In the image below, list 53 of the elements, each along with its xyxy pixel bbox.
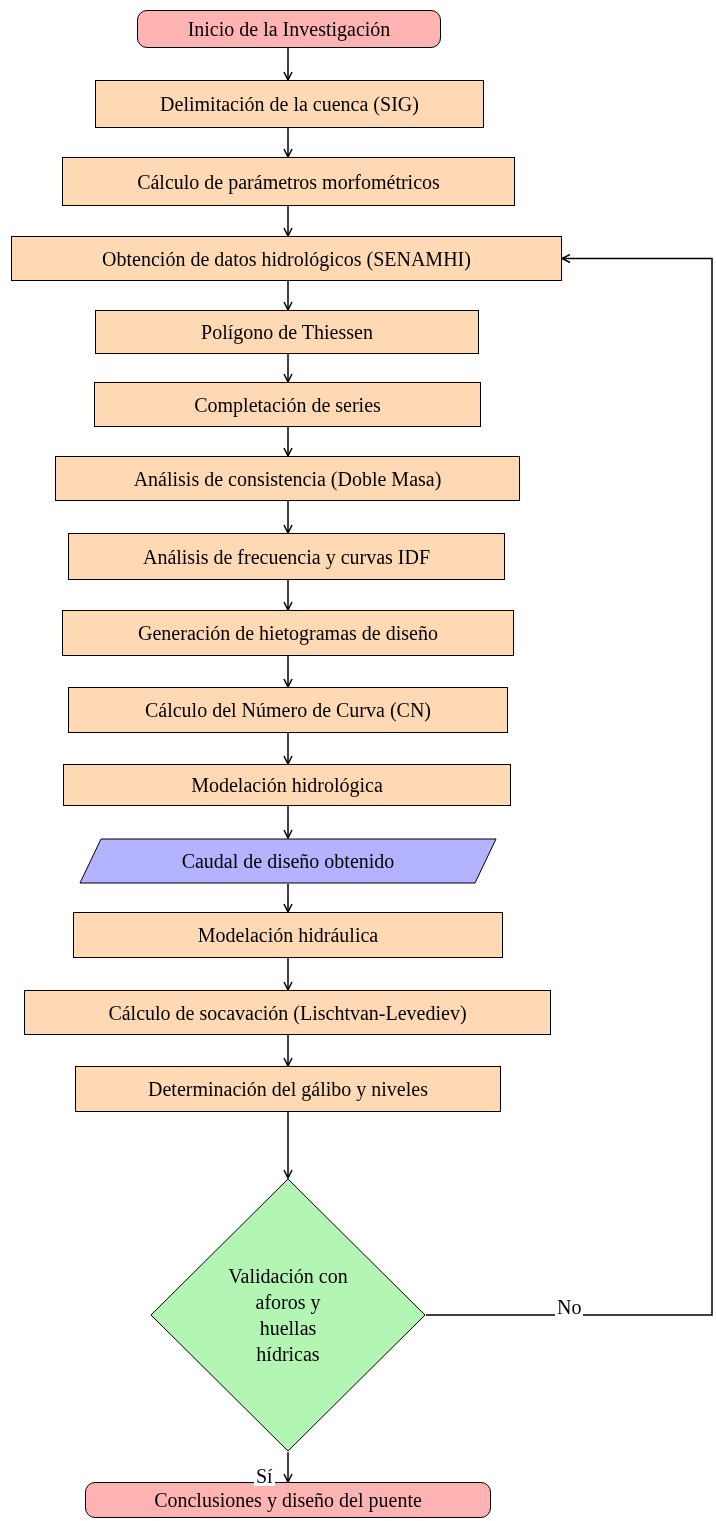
process-box bbox=[11, 236, 562, 281]
arrow bbox=[283, 205, 293, 237]
node-text: Completación de series bbox=[194, 392, 381, 418]
arrow bbox=[283, 805, 293, 839]
process-box bbox=[63, 764, 511, 806]
process-box bbox=[73, 912, 503, 958]
process-box bbox=[62, 157, 515, 206]
data-parallelogram bbox=[79, 838, 497, 884]
node-text: Cálculo de parámetros morfométricos bbox=[137, 169, 440, 195]
node-text: Conclusiones y diseño del puente bbox=[154, 1488, 422, 1513]
node-text: Delimitación de la cuenca (SIG) bbox=[160, 92, 419, 117]
terminal-box bbox=[85, 1482, 491, 1518]
arrow bbox=[283, 732, 293, 765]
node-text: Cálculo de socavación (Lischtvan-Levediev) bbox=[108, 1000, 467, 1026]
edge-label: No bbox=[555, 1297, 584, 1317]
node-text: Validación con aforos y huellas hídricas bbox=[228, 1264, 348, 1367]
node-text: Cálculo del Número de Curva (CN) bbox=[144, 698, 431, 723]
arrow bbox=[283, 579, 293, 611]
node-text: Polígono de Thiessen bbox=[201, 320, 373, 345]
arrow bbox=[283, 1111, 293, 1179]
decision-diamond bbox=[150, 1178, 426, 1452]
arrow bbox=[283, 957, 293, 991]
process-box bbox=[95, 310, 479, 354]
node-text: Obtención de datos hidrológicos (SENAMHI) bbox=[102, 246, 471, 272]
arrow bbox=[283, 1451, 293, 1483]
arrow bbox=[283, 655, 293, 688]
process-box bbox=[55, 456, 520, 501]
process-box bbox=[95, 80, 484, 128]
process-box bbox=[75, 1066, 501, 1112]
process-box bbox=[68, 687, 508, 733]
edge-label: Sí bbox=[254, 1466, 275, 1486]
arrow bbox=[283, 47, 293, 81]
arrow bbox=[283, 353, 293, 383]
node-text: Inicio de la Investigación bbox=[187, 17, 391, 42]
arrow bbox=[283, 500, 293, 534]
arrow bbox=[425, 253, 713, 1316]
arrow bbox=[283, 426, 293, 457]
process-box bbox=[94, 382, 481, 427]
arrow bbox=[283, 280, 293, 311]
node-text: Determinación del gálibo y niveles bbox=[148, 1077, 428, 1102]
node-text: Modelación hidrológica bbox=[191, 773, 383, 798]
node-text: Análisis de consistencia (Doble Masa) bbox=[133, 466, 442, 492]
process-box bbox=[24, 990, 551, 1035]
arrow bbox=[283, 883, 293, 913]
node-text: Generación de hietogramas de diseño bbox=[138, 621, 438, 646]
node-text: Análisis de frecuencia y curvas IDF bbox=[142, 544, 431, 570]
terminal-box bbox=[137, 10, 441, 48]
process-box bbox=[62, 610, 514, 656]
node-text: Modelación hidráulica bbox=[197, 923, 379, 948]
node-text: Caudal de diseño obtenido bbox=[181, 849, 395, 874]
arrow bbox=[283, 1034, 293, 1067]
process-box bbox=[68, 533, 505, 580]
arrow bbox=[283, 127, 293, 158]
